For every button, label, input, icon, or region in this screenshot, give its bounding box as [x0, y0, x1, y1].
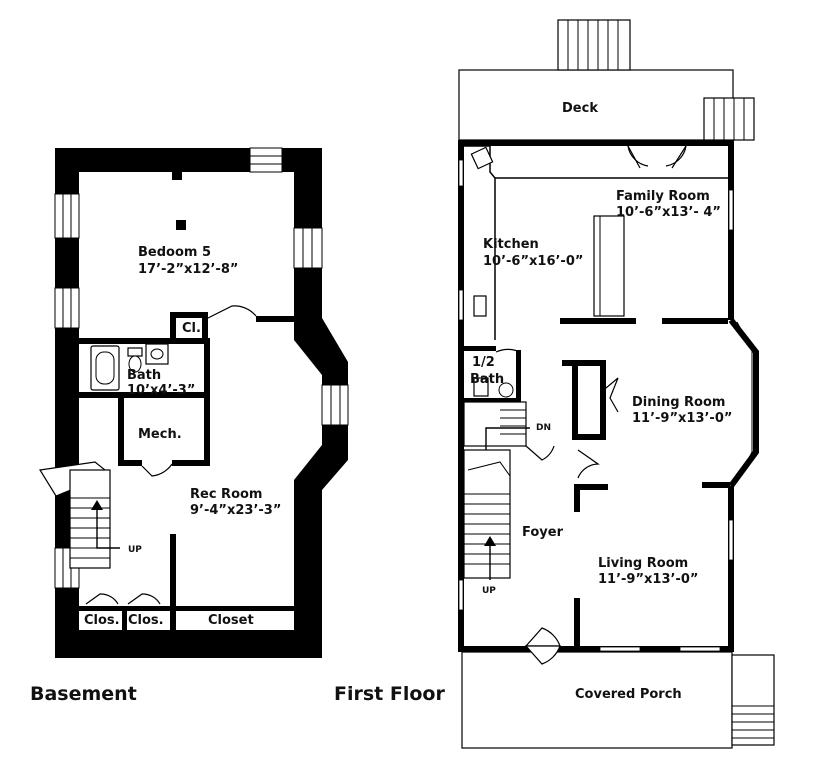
- bath-size: 10’x4’-3”: [127, 383, 195, 398]
- living-room-name: Living Room: [598, 556, 688, 571]
- bedroom-name: Bedoom 5: [138, 245, 211, 260]
- half-bath-bottom: Bath: [470, 372, 504, 387]
- deck: [458, 69, 734, 141]
- deck-label: Deck: [562, 101, 598, 116]
- covered-porch: [461, 651, 733, 749]
- kitchen-name: Kitchen: [483, 237, 539, 252]
- porch-stairs: [731, 654, 775, 746]
- first-wall-right-lower: [728, 486, 734, 652]
- basement-bay-wall: [294, 318, 348, 658]
- basement-plan: Bedoom 5 17’-2”x12’-8” Cl. Bath 10’x4’-3…: [30, 147, 349, 705]
- bedroom-size: 17’-2”x12’-8”: [138, 262, 238, 277]
- kitchen-size: 10’-6”x16’-0”: [483, 254, 583, 269]
- bath-name: Bath: [127, 368, 161, 383]
- first-wall-bottom: [458, 646, 734, 652]
- dining-room-name: Dining Room: [632, 395, 725, 410]
- dining-room-size: 11’-9”x13’-0”: [632, 411, 732, 426]
- family-room-size: 10’-6”x13’- 4”: [616, 205, 721, 220]
- basement-wall-bottom: [55, 630, 322, 658]
- rec-room-size: 9’-4”x23’-3”: [190, 503, 281, 518]
- family-room-name: Family Room: [616, 189, 710, 204]
- covered-porch-label: Covered Porch: [575, 687, 682, 702]
- foyer-label: Foyer: [522, 525, 564, 540]
- first-floor-title: First Floor: [334, 683, 445, 705]
- half-bath-top: 1/2: [472, 355, 495, 370]
- closet-small-label: Cl.: [182, 321, 201, 336]
- closet-label: Closet: [208, 613, 254, 628]
- first-floor-plan: Deck Family Room 10’-6”x13’- 4” Kitchen …: [334, 19, 775, 749]
- clos-2-label: Clos.: [128, 613, 164, 628]
- deck-stairs-top: [557, 19, 631, 71]
- basement-title: Basement: [30, 683, 137, 705]
- clos-1-label: Clos.: [84, 613, 120, 628]
- first-wall-left: [458, 140, 464, 652]
- living-room-size: 11’-9”x13’-0”: [598, 572, 698, 587]
- deck-stairs-right: [703, 97, 755, 141]
- basement-up-label: UP: [128, 545, 142, 555]
- first-wall-top: [458, 140, 734, 146]
- rec-room-name: Rec Room: [190, 487, 262, 502]
- first-up-label: UP: [482, 586, 496, 596]
- dn-label: DN: [536, 423, 551, 433]
- mech-label: Mech.: [138, 427, 182, 442]
